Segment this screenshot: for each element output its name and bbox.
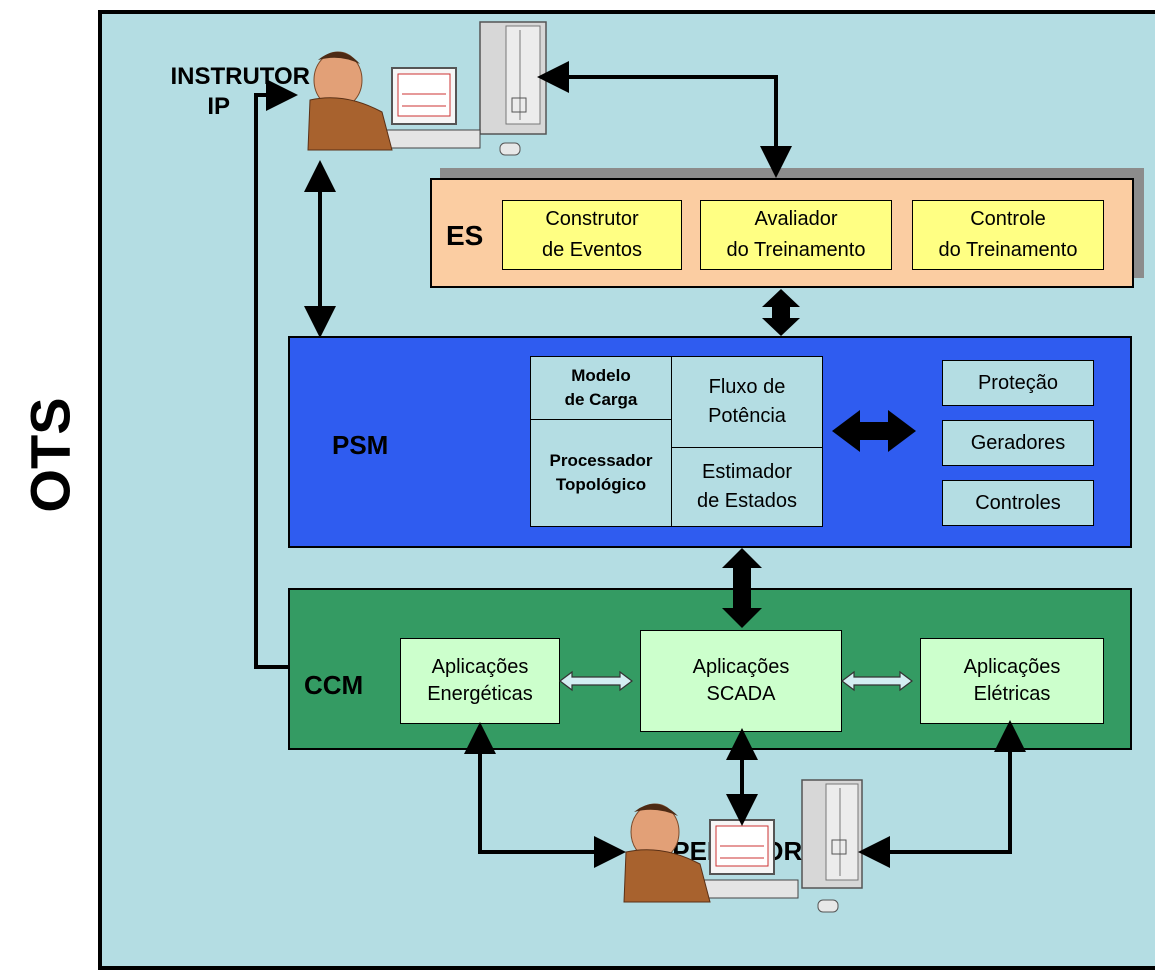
box-line: de Estados [696, 490, 798, 512]
psm-label: PSM [332, 430, 389, 460]
box-line: do Treinamento [726, 239, 866, 261]
avaliador-treinamento-box: Avaliador do Treinamento [700, 200, 892, 270]
box-line: Energéticas [427, 683, 533, 705]
estimador-estados-box: Estimador de Estados [671, 447, 823, 527]
box-line: do Treinamento [938, 239, 1078, 261]
box-line: Aplicações [431, 656, 529, 678]
psm-ccm-thick-arrow [722, 548, 762, 628]
fluxo-potencia-box: Fluxo de Potência [671, 356, 823, 448]
controle-treinamento-box: Controle do Treinamento [912, 200, 1104, 270]
scada-eletricas-arrow [841, 670, 913, 692]
eletricas-operator-arrow [858, 720, 1026, 868]
box-line: Construtor [545, 208, 639, 230]
psm-internal-arrow [832, 410, 916, 452]
controles-box: Controles [942, 480, 1094, 526]
tower-es-arrow [537, 61, 792, 178]
aplicacoes-eletricas-box: Aplicações Elétricas [920, 638, 1104, 724]
box-line: Estimador [701, 461, 793, 483]
es-label: ES [446, 220, 484, 251]
es-psm-thick-arrow [762, 289, 800, 336]
box-line: Processador [549, 451, 653, 470]
psm-panel: PSM Modelo de Carga Processador Topológi… [288, 336, 1132, 548]
box-line: de Eventos [541, 239, 643, 261]
ccm-label: CCM [304, 670, 364, 700]
energeticas-operator-arrow [464, 722, 626, 868]
protecao-box: Proteção [942, 360, 1094, 406]
box-line: SCADA [706, 683, 776, 705]
box-line: Avaliador [754, 208, 838, 230]
modelo-carga-box: Modelo de Carga [530, 356, 672, 420]
box-line: Controles [975, 491, 1061, 514]
aplicacoes-scada-box: Aplicações SCADA [640, 630, 842, 732]
instructor-computer-tower [479, 21, 547, 135]
box-line: Controle [970, 208, 1046, 230]
box-line: Elétricas [973, 683, 1051, 705]
construtor-eventos-box: Construtor de Eventos [502, 200, 682, 270]
box-line: Aplicações [692, 656, 790, 678]
box-line: Geradores [970, 431, 1066, 454]
box-line: de Carga [564, 390, 638, 409]
box-line: Potência [708, 405, 786, 427]
processador-topologico-box: Processador Topológico [530, 419, 672, 527]
operator-computer-tower [801, 779, 863, 889]
box-line: Modelo [571, 366, 631, 385]
box-line: Fluxo de [708, 376, 786, 398]
box-line: Proteção [977, 371, 1059, 394]
geradores-box: Geradores [942, 420, 1094, 466]
instructor-person-icon [307, 51, 521, 156]
box-line: Aplicações [963, 656, 1061, 678]
box-line: Topológico [555, 475, 647, 494]
operator-person-icon [623, 803, 839, 913]
energeticas-scada-arrow [559, 670, 633, 692]
es-panel: ES Construtor de Eventos Avaliador do Tr… [430, 178, 1134, 288]
instructor-line2: IP [207, 93, 230, 120]
ccm-instructor-arrow [254, 79, 298, 669]
